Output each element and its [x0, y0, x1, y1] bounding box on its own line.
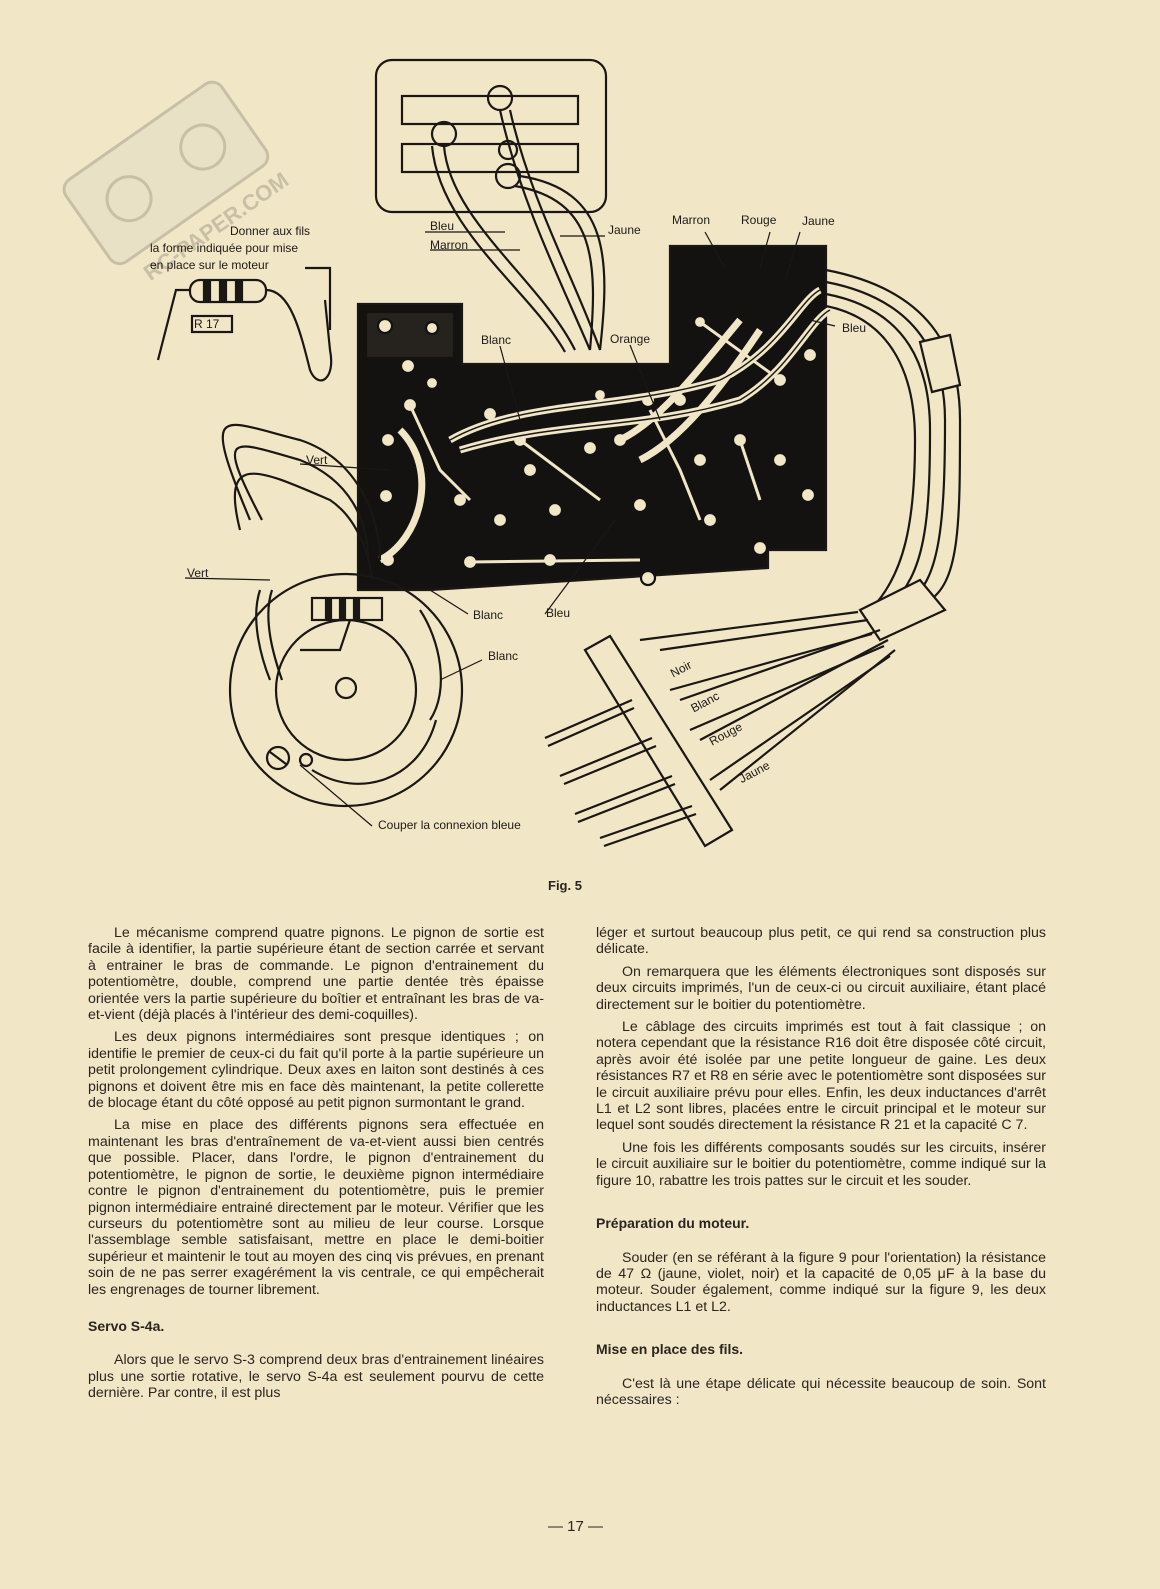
label-bleu-bottom: Bleu [546, 606, 571, 620]
label-blanc-bottom: Blanc [473, 608, 504, 622]
cable-bundle [639, 268, 962, 791]
label-bleu-top: Bleu [430, 219, 455, 233]
paragraph: Une fois les différents composants soudé… [596, 1139, 1046, 1189]
leader-lines [184, 231, 836, 827]
paragraph: Le mécanisme comprend quatre pignons. Le… [88, 925, 544, 1024]
label-instruction-2: la forme indiquée pour mise [150, 241, 299, 255]
label-instruction-3: en place sur le moteur [150, 258, 269, 272]
section-heading: Préparation du moteur. [596, 1215, 750, 1232]
paragraph: Souder (en se référant à la figure 9 pou… [596, 1249, 1046, 1315]
left-column: Le mécanisme comprend quatre pignons. Le… [88, 925, 544, 1408]
label-vert-left: Vert [187, 566, 209, 580]
label-vert-mid: Vert [306, 453, 328, 467]
paragraph: C'est là une étape délicate qui nécessit… [596, 1375, 1046, 1408]
printed-circuit-board [356, 244, 828, 592]
paragraph: On remarquera que les éléments électroni… [596, 963, 1046, 1013]
motor [221, 423, 464, 808]
label-r17: R 17 [194, 317, 220, 331]
label-couper: Couper la connexion bleue [378, 818, 521, 832]
paragraph: léger et surtout beaucoup plus petit, ce… [596, 925, 1046, 958]
label-instruction-1: Donner aux fils [230, 224, 311, 238]
section-heading: Servo S-4a. [88, 1317, 165, 1334]
wire-outlines [449, 289, 831, 451]
potentiometer-box [374, 58, 608, 214]
paragraph: La mise en place des différents pignons … [88, 1117, 544, 1298]
paragraph: Les deux pignons intermédiaires sont pre… [88, 1029, 544, 1112]
label-jaune-top: Jaune [608, 223, 641, 237]
watermark-logo: RC-PAPER.COM [62, 80, 290, 280]
paragraph: Le câblage des circuits imprimés est tou… [596, 1019, 1046, 1134]
figure-caption: Fig. 5 [548, 878, 582, 893]
label-orange: Orange [610, 332, 651, 346]
label-marron-top: Marron [430, 238, 469, 252]
label-marron-right: Marron [672, 213, 711, 227]
section-heading: Mise en place des fils. [596, 1341, 744, 1358]
label-blanc-motor: Blanc [488, 649, 519, 663]
label-blanc-mid: Blanc [481, 333, 512, 347]
label-rouge-right: Rouge [741, 213, 777, 227]
paragraph: Alors que le servo S-3 comprend deux bra… [88, 1352, 544, 1402]
page-number: — 17 — [548, 1518, 604, 1535]
right-column: léger et surtout beaucoup plus petit, ce… [596, 925, 1046, 1414]
connector-plug [544, 634, 734, 848]
resistor-r17 [156, 266, 333, 382]
label-bleu-right: Bleu [842, 321, 867, 335]
wiring-diagram-figure [156, 58, 962, 848]
label-jaune-right: Jaune [802, 214, 835, 228]
